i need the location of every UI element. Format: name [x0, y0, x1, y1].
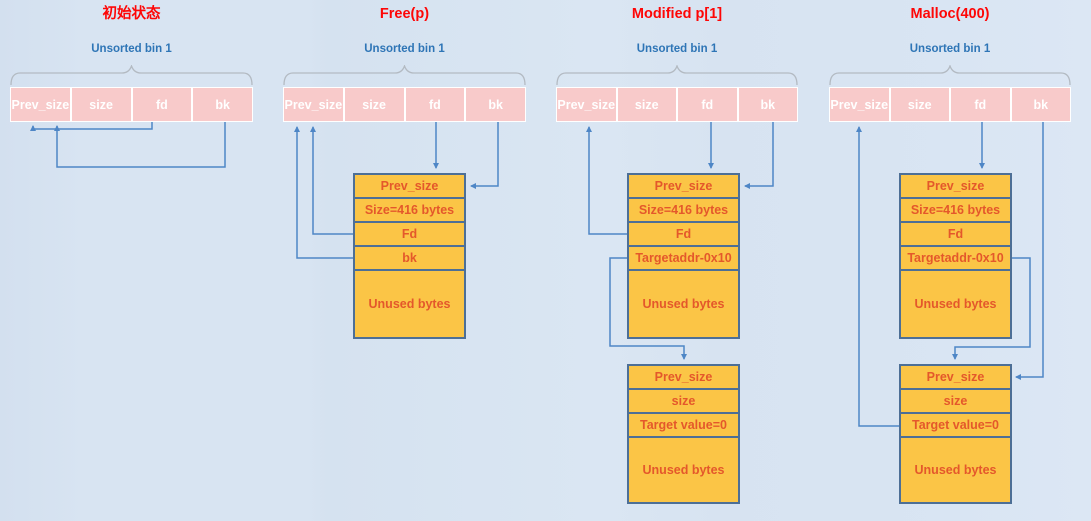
bin-cell-size: size	[890, 88, 949, 121]
chunk-field-size: Size=416 bytes	[629, 199, 738, 223]
chunk-field-size: size	[629, 390, 738, 414]
bin-cell-prev-size: Prev_size	[11, 88, 70, 121]
arrow-fd-to-prevsize	[30, 122, 153, 131]
bin-cell-fd: fd	[951, 88, 1010, 121]
chunk-field-fd: Fd	[901, 223, 1010, 247]
bin-cell-fd: fd	[405, 88, 465, 121]
freed-chunk: Prev_size Size=416 bytes Fd bk Unused by…	[353, 173, 466, 339]
target-chunk: Prev_size size Target value=0 Unused byt…	[899, 364, 1012, 504]
bin-cell-size: size	[617, 88, 676, 121]
unsorted-bin-row: Prev_size size fd bk	[10, 87, 253, 122]
chunk-field-size: Size=416 bytes	[901, 199, 1010, 223]
bin-cell-prev-size: Prev_size	[284, 88, 343, 121]
brace-icon	[829, 65, 1071, 86]
chunk-field-prev-size: Prev_size	[629, 366, 738, 390]
modified-chunk: Prev_size Size=416 bytes Fd Targetaddr-0…	[627, 173, 740, 339]
arrow-bk-to-prevsize	[54, 122, 226, 168]
brace-icon	[556, 65, 798, 86]
bin-cell-prev-size: Prev_size	[557, 88, 616, 121]
bin-cell-fd: fd	[132, 88, 192, 121]
chunk-unused-bytes: Unused bytes	[368, 297, 451, 311]
arrow-bk-to-chunk	[744, 122, 774, 189]
chunk-unused-bytes: Unused bytes	[914, 463, 997, 477]
column-title-modified-p1: Modified p[1]	[631, 6, 723, 22]
unsorted-bin-label: Unsorted bin 1	[364, 43, 445, 55]
chunk-field-targetaddr: Targetaddr-0x10	[901, 247, 1010, 271]
chunk-field-prev-size: Prev_size	[901, 175, 1010, 199]
arrow-bk-to-target-chunk	[1015, 122, 1044, 380]
unsorted-bin-row: Prev_size size fd bk	[283, 87, 526, 122]
arrow-chunkfd-to-bin	[586, 126, 627, 235]
arrow-chunkbk-to-bin	[294, 126, 353, 259]
chunk-unused-bytes: Unused bytes	[914, 297, 997, 311]
bin-cell-bk: bk	[738, 88, 797, 121]
unsorted-bin-row: Prev_size size fd bk	[556, 87, 798, 122]
bin-cell-size: size	[344, 88, 404, 121]
unsorted-bin-row: Prev_size size fd bk	[829, 87, 1071, 122]
unsorted-bin-label: Unsorted bin 1	[636, 43, 718, 55]
column-title-free-p: Free(p)	[379, 6, 430, 22]
chunk-field-fd: Fd	[355, 223, 464, 247]
chunk-field-targetaddr: Targetaddr-0x10	[629, 247, 738, 271]
arrow-bk-to-chunk	[470, 122, 499, 189]
brace-icon	[10, 65, 253, 86]
bin-cell-bk: bk	[1011, 88, 1070, 121]
chunk-unused-bytes: Unused bytes	[642, 297, 725, 311]
unsorted-bin-label: Unsorted bin 1	[909, 43, 991, 55]
chunk-field-fd: Fd	[629, 223, 738, 247]
chunk-field-prev-size: Prev_size	[901, 366, 1010, 390]
column-title-initial-state: 初始状态	[102, 6, 161, 22]
bin-cell-prev-size: Prev_size	[830, 88, 889, 121]
brace-icon	[283, 65, 526, 86]
chunk-field-bk: bk	[355, 247, 464, 271]
bin-cell-bk: bk	[193, 88, 252, 121]
chunk-field-size: Size=416 bytes	[355, 199, 464, 223]
chunk-unused-bytes: Unused bytes	[642, 463, 725, 477]
chunk-field-prev-size: Prev_size	[355, 175, 464, 199]
malloced-chunk: Prev_size Size=416 bytes Fd Targetaddr-0…	[899, 173, 1012, 339]
bin-cell-fd: fd	[678, 88, 737, 121]
bin-cell-size: size	[71, 88, 131, 121]
chunk-field-prev-size: Prev_size	[629, 175, 738, 199]
arrow-chunkfd-to-bin	[310, 126, 353, 235]
column-title-malloc-400: Malloc(400)	[910, 6, 990, 22]
chunk-field-size: size	[901, 390, 1010, 414]
chunk-field-target-value: Target value=0	[901, 414, 1010, 438]
arrow-targetvalue-to-bin	[856, 126, 899, 427]
chunk-field-target-value: Target value=0	[629, 414, 738, 438]
target-chunk: Prev_size size Target value=0 Unused byt…	[627, 364, 740, 504]
bin-cell-bk: bk	[466, 88, 525, 121]
unsorted-bin-label: Unsorted bin 1	[91, 43, 172, 55]
